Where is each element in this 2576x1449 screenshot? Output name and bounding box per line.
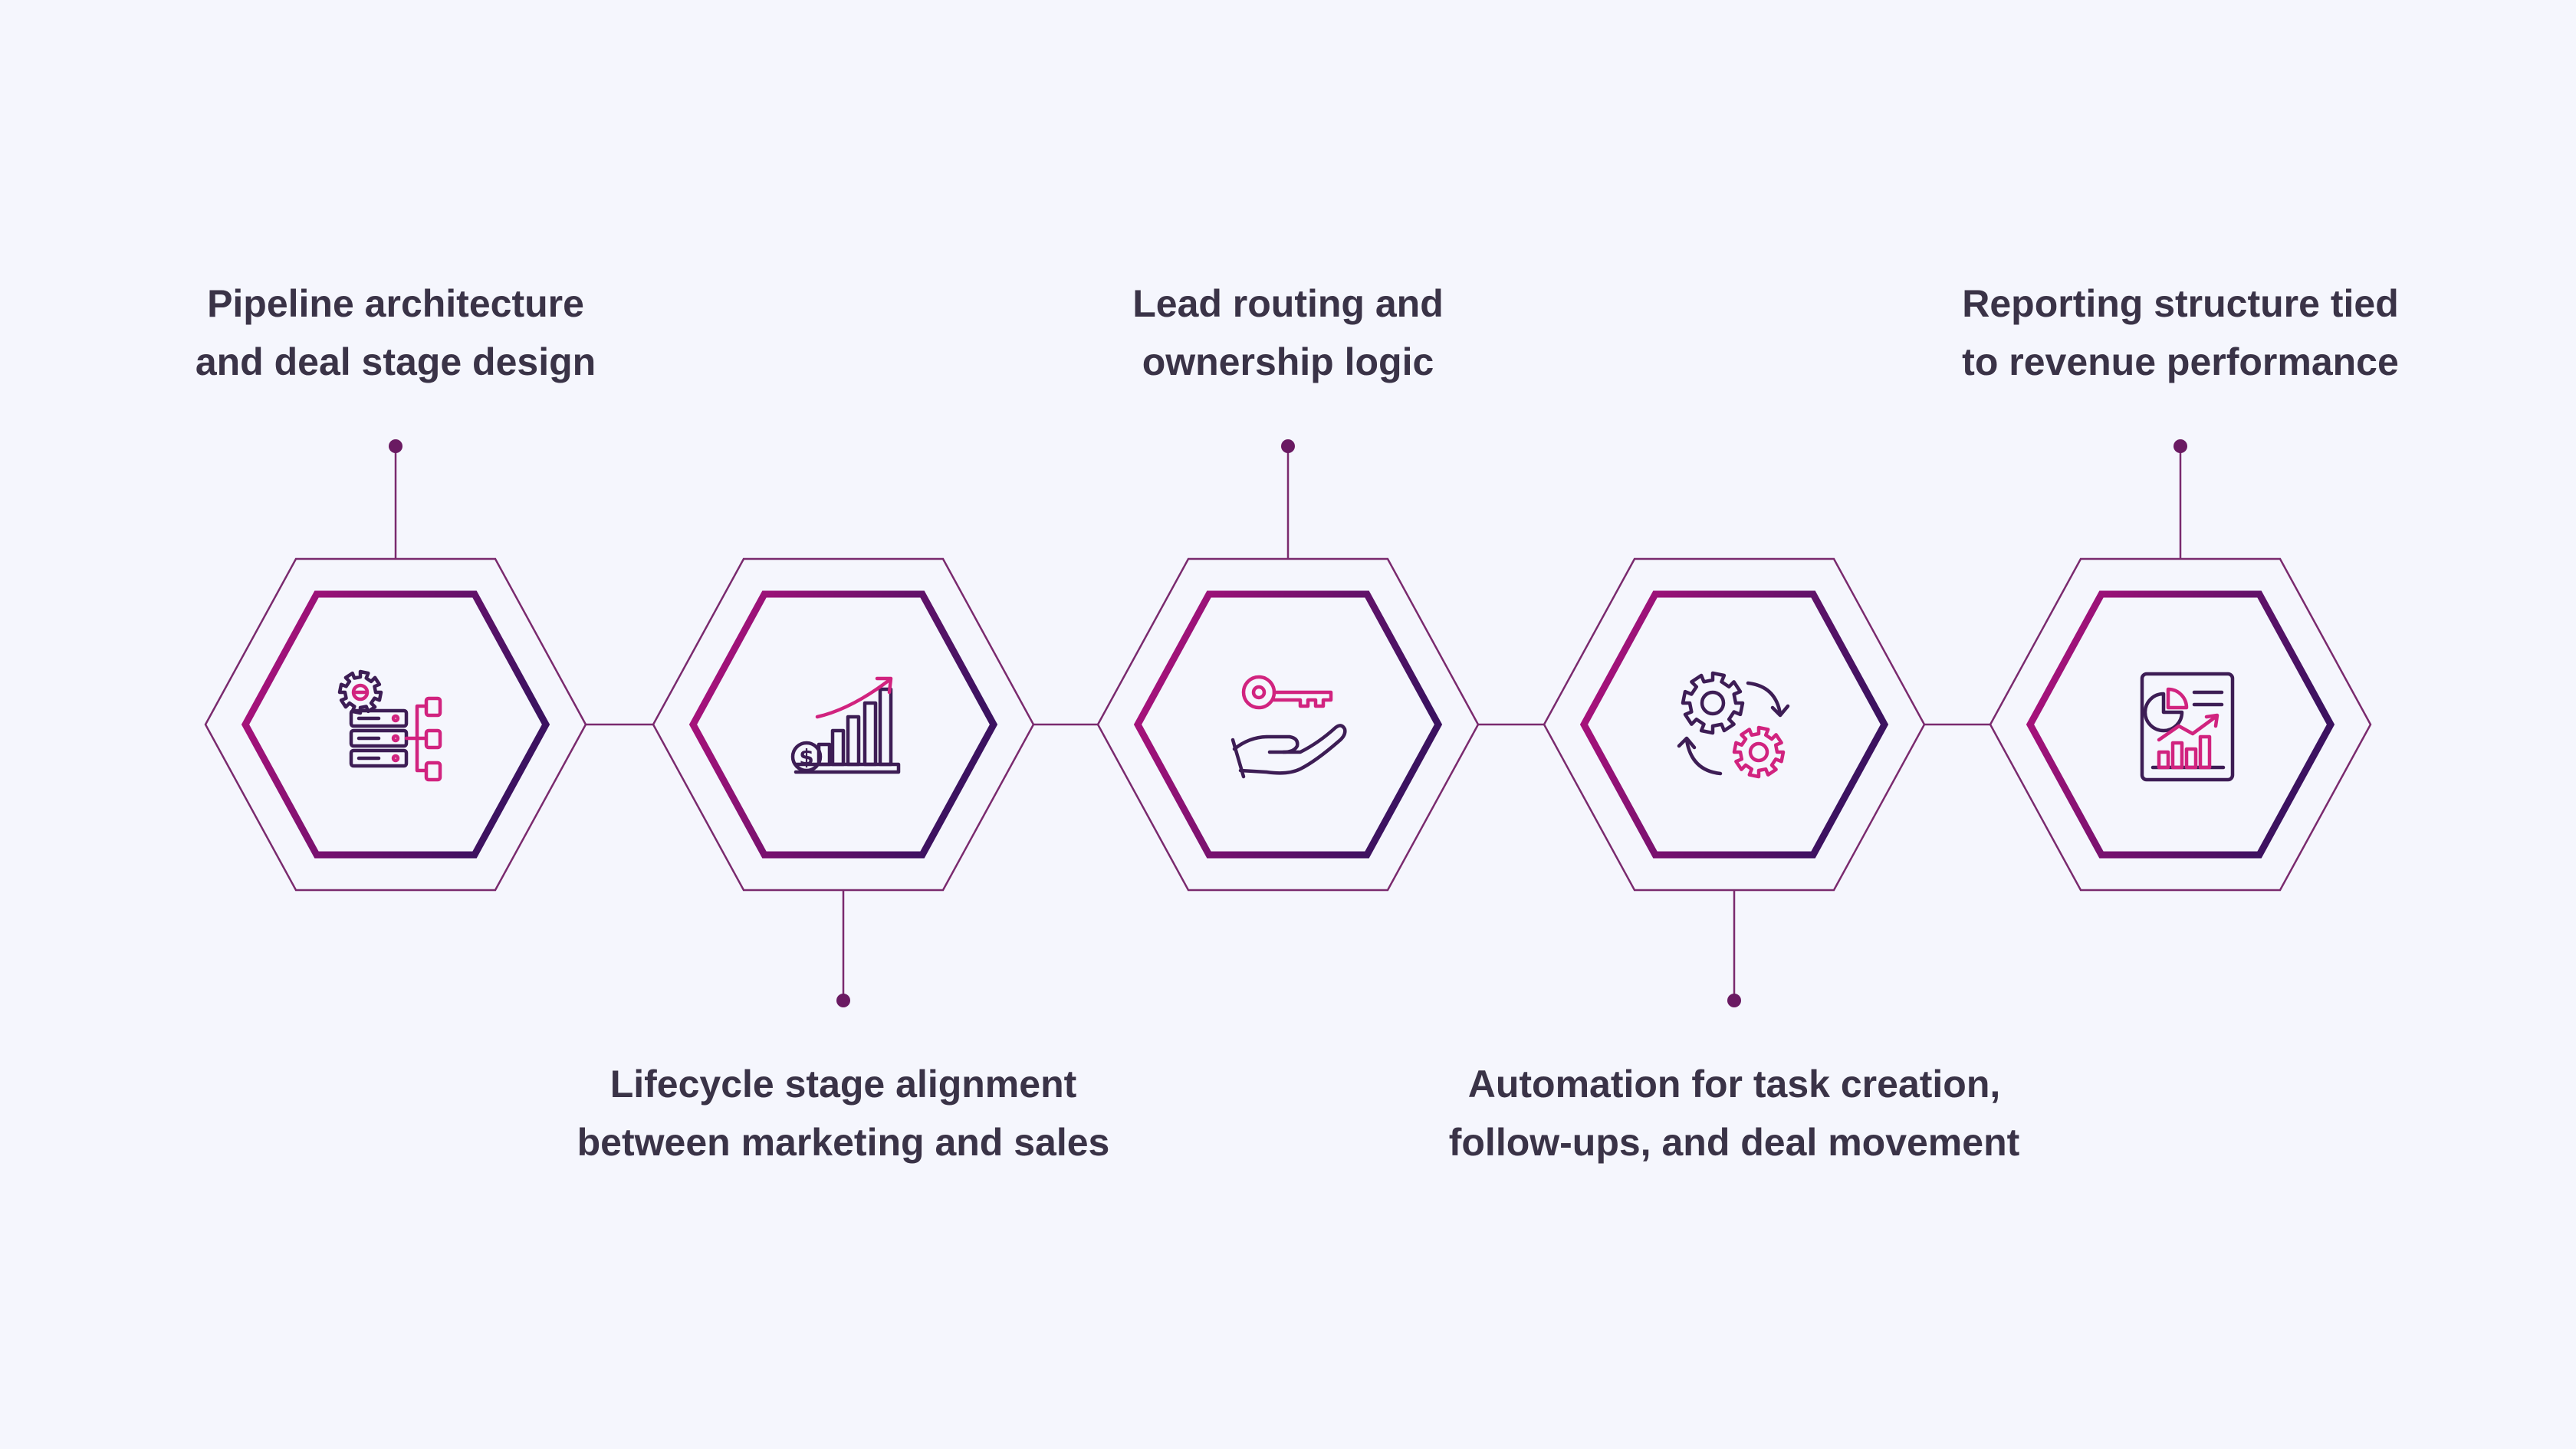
step-2-label-line-1: Lifecycle stage alignment — [610, 1063, 1077, 1106]
connectors — [389, 439, 2187, 1007]
key-in-hand-icon — [1230, 675, 1347, 779]
step-3-label-line-2: ownership logic — [1142, 340, 1434, 383]
step-5-label-line-2: to revenue performance — [1962, 340, 2399, 383]
stem-dot-4 — [1727, 994, 1741, 1007]
icons: $ — [337, 669, 2235, 782]
stem-dot-1 — [389, 439, 402, 453]
inner-hexagon-5 — [2026, 590, 2335, 859]
stem-dot-2 — [836, 994, 850, 1007]
step-3-label-line-1: Lead routing and — [1132, 282, 1444, 325]
outer-hexagon-3 — [1096, 557, 1480, 892]
stem-dot-5 — [2174, 439, 2187, 453]
growth-chart-dollar-icon: $ — [790, 676, 901, 774]
step-1-label-line-2: and deal stage design — [195, 340, 596, 383]
inner-hexagon-2 — [688, 590, 998, 859]
step-1-label-line-1: Pipeline architecture — [207, 282, 584, 325]
step-5-label: Reporting structure tied to revenue perf… — [1889, 274, 2472, 391]
inner-hexagon-1 — [241, 590, 550, 859]
outer-hexagon-2 — [652, 557, 1035, 892]
outer-hexagon-5 — [1989, 557, 2372, 892]
step-4-label-line-1: Automation for task creation, — [1467, 1063, 2001, 1106]
inner-hexagon-4 — [1579, 590, 1889, 859]
gears-cycle-icon — [1677, 671, 1790, 779]
hexagons — [204, 557, 2372, 892]
step-5-label-line-1: Reporting structure tied — [1962, 282, 2399, 325]
server-gear-flowchart-icon — [337, 669, 442, 782]
step-4-label: Automation for task creation, follow-ups… — [1443, 1055, 2026, 1171]
step-3-label: Lead routing and ownership logic — [997, 274, 1579, 391]
report-chart-icon — [2140, 672, 2235, 782]
step-2-label-line-2: between marketing and sales — [577, 1121, 1110, 1164]
inner-hexagon-3 — [1133, 590, 1443, 859]
step-4-label-line-2: follow-ups, and deal movement — [1448, 1121, 2020, 1164]
svg-text:$: $ — [799, 744, 813, 770]
step-1-label: Pipeline architecture and deal stage des… — [104, 274, 687, 391]
stem-dot-3 — [1281, 439, 1295, 453]
step-2-label: Lifecycle stage alignment between market… — [552, 1055, 1135, 1171]
